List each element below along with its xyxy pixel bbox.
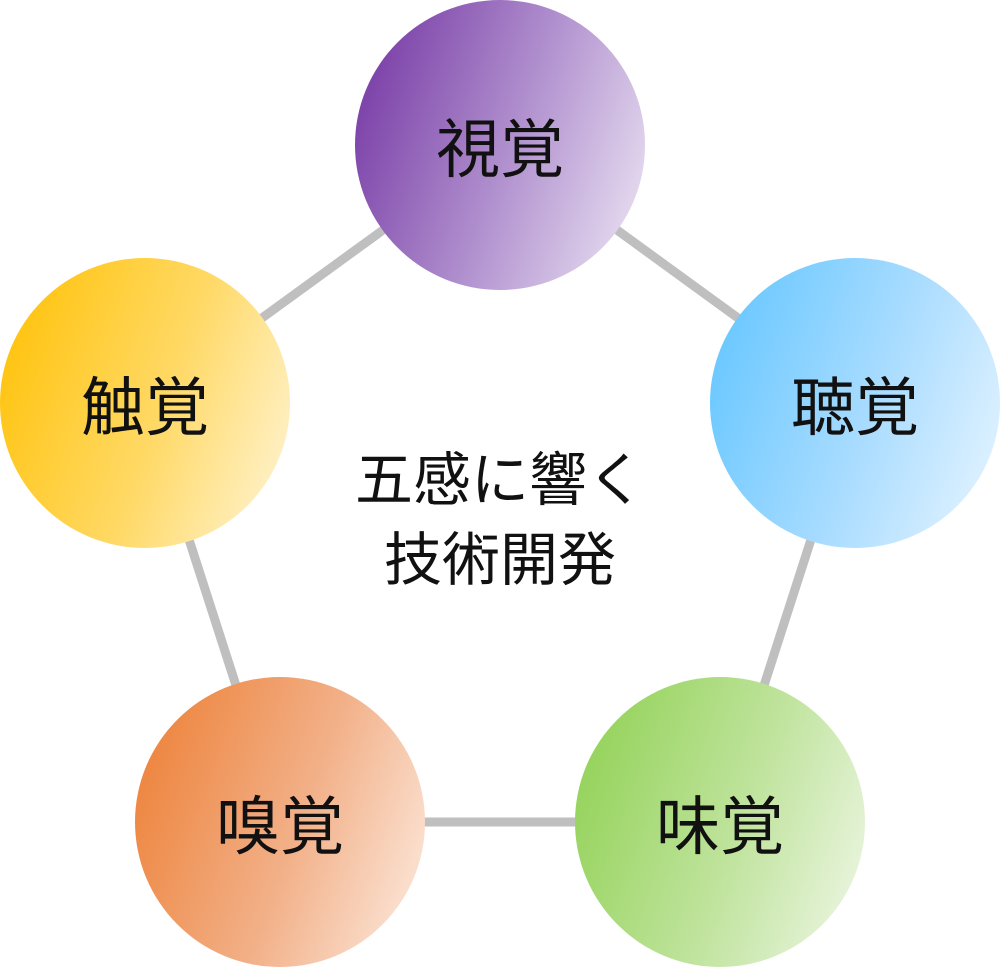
sense-label: 触覚	[81, 372, 209, 446]
sense-touch: 触覚	[0, 258, 290, 548]
sense-taste: 味覚	[575, 677, 865, 967]
sense-label: 視覚	[436, 114, 564, 188]
sense-sight: 視覚	[355, 0, 645, 290]
sense-label: 聴覚	[791, 372, 919, 446]
center-title: 五感に響く 技術開発	[290, 440, 710, 600]
sense-label: 嗅覚	[216, 791, 344, 865]
center-title-line2: 技術開発	[383, 526, 616, 594]
sense-smell: 嗅覚	[135, 677, 425, 967]
center-title-line1: 五感に響く	[354, 446, 645, 514]
sense-label: 味覚	[656, 791, 784, 865]
sense-hearing: 聴覚	[710, 258, 1000, 548]
